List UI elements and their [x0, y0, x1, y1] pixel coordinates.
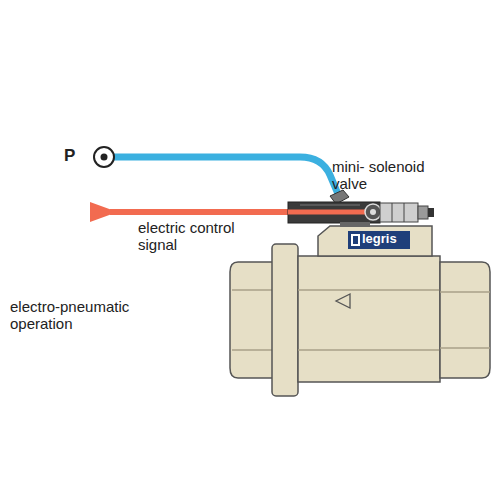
- flow-arrow-symbol: [336, 294, 350, 308]
- signal-funnel: [90, 202, 112, 222]
- note-text: electro-pneumatic operation: [10, 298, 160, 333]
- ball-valve-body: [230, 226, 490, 396]
- logo-text: legris: [362, 232, 397, 247]
- pressure-line: [112, 157, 338, 194]
- logo-icon-inner: [353, 236, 358, 244]
- logo-plate: [348, 231, 410, 249]
- port-label: P: [64, 146, 75, 166]
- mini-solenoid-valve: [288, 190, 434, 227]
- pressure-port-dot: [101, 154, 108, 161]
- signal-name: electric control signal: [138, 219, 248, 254]
- logo-icon: [351, 234, 360, 246]
- part-name: mini- solenoid valve: [332, 158, 432, 193]
- pressure-port: [94, 147, 114, 167]
- signal-line: [110, 209, 300, 215]
